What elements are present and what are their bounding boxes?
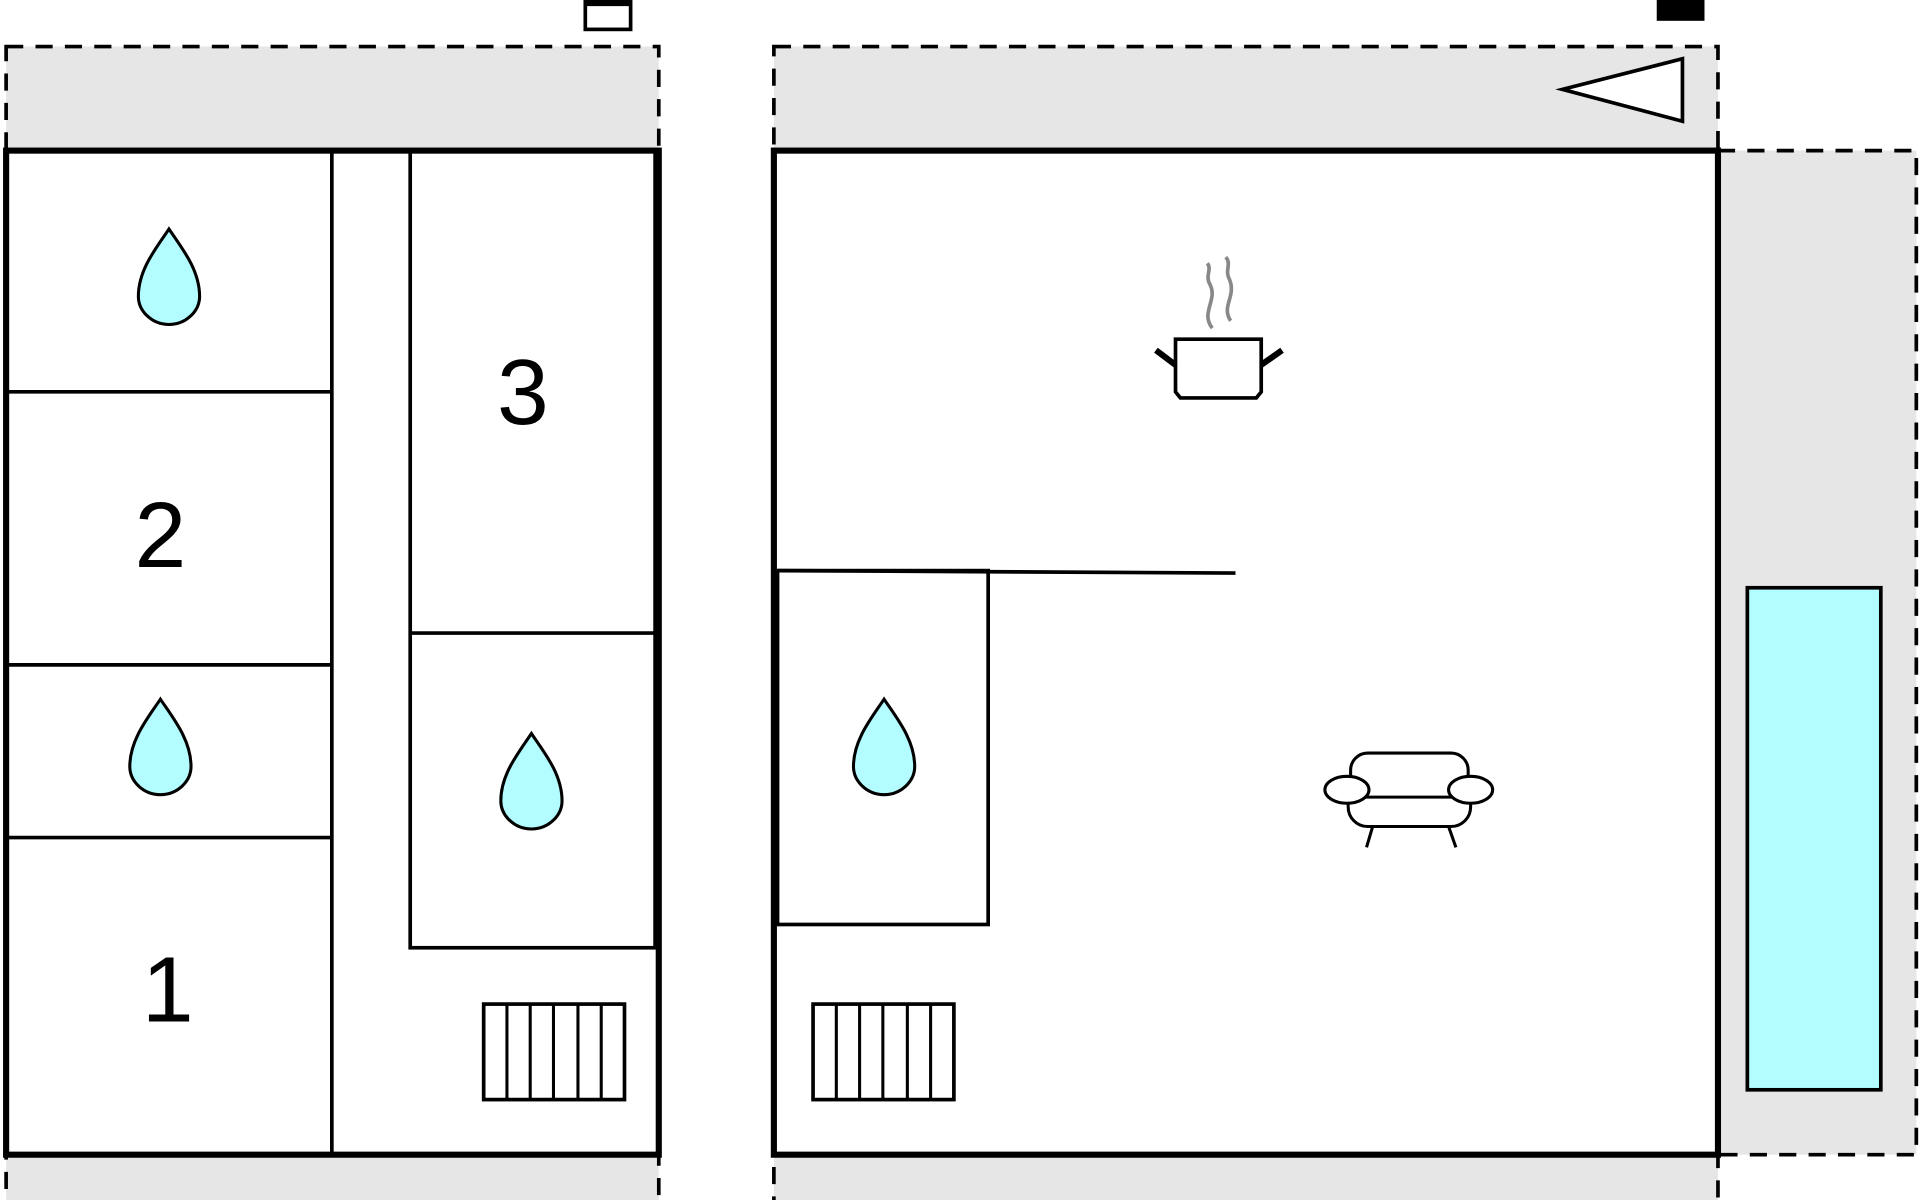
radiator-icon xyxy=(481,1002,627,1102)
window-icon xyxy=(583,0,633,32)
left-building: 2 1 3 xyxy=(3,0,662,1200)
room-number-2: 2 xyxy=(135,483,187,587)
top-terrace-right xyxy=(772,44,1720,153)
radiator-icon xyxy=(811,1002,956,1102)
chimney-icon xyxy=(1656,0,1705,21)
pool-icon xyxy=(1745,585,1883,1092)
bottom-terrace-left xyxy=(4,1152,661,1200)
right-building-walls xyxy=(770,147,1722,1158)
bottom-terrace-right xyxy=(772,1152,1720,1200)
room-number-3: 3 xyxy=(497,340,549,444)
entrance-icon xyxy=(1555,56,1685,124)
wall xyxy=(775,568,990,927)
sofa-icon xyxy=(1323,751,1495,848)
right-building xyxy=(770,0,1919,1200)
cooking-pot-icon xyxy=(1154,255,1284,400)
room-number-1: 1 xyxy=(142,937,194,1041)
top-terrace-left xyxy=(4,44,661,153)
wall xyxy=(408,148,657,950)
